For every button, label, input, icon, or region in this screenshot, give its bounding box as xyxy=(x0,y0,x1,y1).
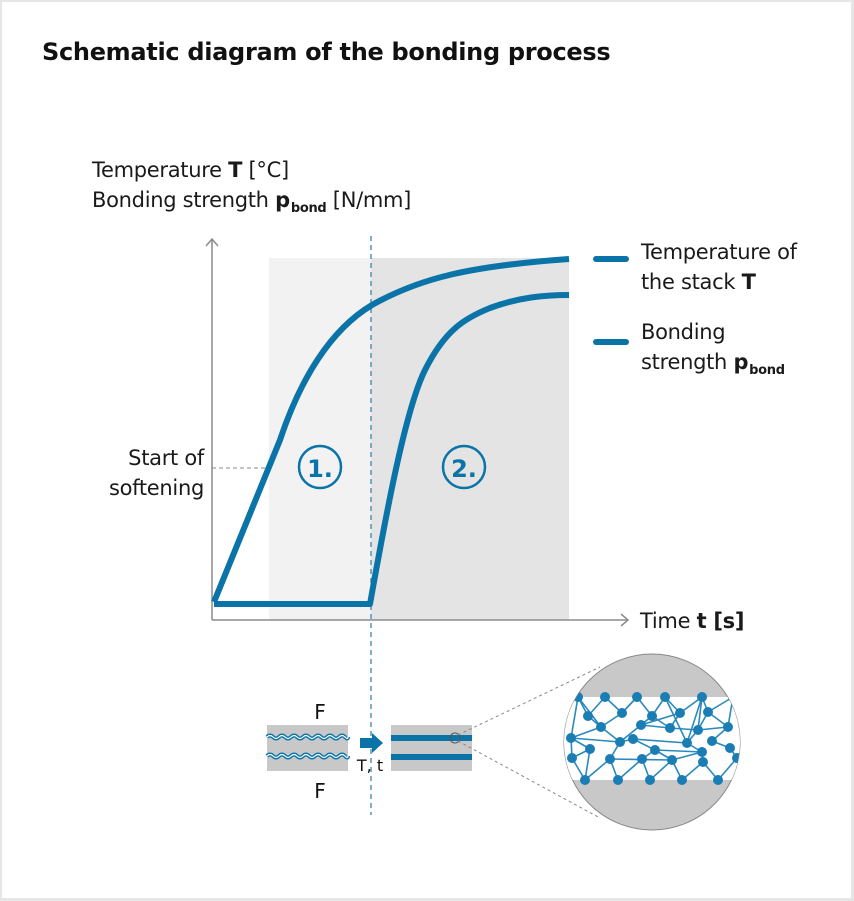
network-node xyxy=(613,775,623,785)
y-axis-label-bonding: Bonding strength pbond [N/mm] xyxy=(92,185,411,224)
legend-bonding-text: strength xyxy=(641,350,734,374)
legend-temperature-text: the stack xyxy=(641,270,742,294)
network-node xyxy=(632,692,642,702)
network-node xyxy=(637,754,647,764)
stack-before-bonding xyxy=(265,725,350,771)
legend-bonding-line2: strength pbond xyxy=(641,347,785,386)
temperature-curve xyxy=(211,256,570,604)
network-bond-line xyxy=(697,696,703,731)
y-axis-unit-celsius: [°C] xyxy=(242,158,290,182)
phase-1-label: 1. xyxy=(307,455,333,483)
softening-label-line2: softening xyxy=(108,476,204,500)
y-axis-subscript-bond: bond xyxy=(290,201,327,216)
network-bond-line xyxy=(584,758,611,781)
network-node xyxy=(567,753,577,763)
magnified-polymer-network xyxy=(563,653,741,831)
phase-2-marker xyxy=(441,444,487,490)
legend-bonding-symbol: p xyxy=(733,350,749,374)
network-node xyxy=(650,745,660,755)
y-axis-arrow-icon xyxy=(205,237,219,247)
network-node xyxy=(600,692,610,702)
phase-1-region xyxy=(269,258,371,620)
network-bond-line xyxy=(697,726,729,731)
legend-temperature-line1: Temperature of xyxy=(641,240,797,264)
network-bond-line xyxy=(570,726,602,739)
network-node xyxy=(723,722,733,732)
magnify-guide-top xyxy=(457,666,601,736)
y-axis-label-text2: Bonding strength xyxy=(92,188,276,212)
legend-temperature-line2: the stack T xyxy=(641,267,756,297)
network-node xyxy=(665,723,675,733)
network-node xyxy=(713,775,723,785)
network-node xyxy=(596,722,606,732)
network-node xyxy=(698,757,708,767)
network-bond-line xyxy=(632,738,688,744)
network-node xyxy=(628,734,638,744)
legend-temperature-symbol: T xyxy=(741,270,756,294)
network-bond-line xyxy=(570,737,621,743)
network-node xyxy=(645,775,655,785)
process-arrow-label: T, t xyxy=(356,756,383,775)
process-arrow-icon xyxy=(360,733,383,753)
network-node xyxy=(693,725,703,735)
phase-1-marker xyxy=(297,444,343,490)
softening-label-line1: Start of xyxy=(128,446,204,470)
bonding-strength-curve xyxy=(214,292,570,607)
network-node xyxy=(615,737,625,747)
network-node xyxy=(580,775,590,785)
network-bond-line xyxy=(617,758,643,781)
force-bottom-label: F xyxy=(314,779,326,803)
network-bond-line xyxy=(671,751,703,761)
legend-bonding-subscript: bond xyxy=(749,363,785,378)
x-axis-symbol: t [s] xyxy=(696,609,745,633)
network-node xyxy=(667,755,677,765)
y-axis-symbol-t: T xyxy=(228,158,243,182)
network-node xyxy=(697,692,707,702)
network-node xyxy=(585,744,595,754)
network-node xyxy=(703,707,713,717)
stack-after-bonding xyxy=(391,725,472,771)
network-bond-line xyxy=(664,696,688,744)
network-node xyxy=(732,753,740,763)
network-node xyxy=(617,708,627,718)
magnify-guide-bottom xyxy=(457,740,601,819)
x-axis-label: Time t [s] xyxy=(640,606,744,636)
network-node xyxy=(677,775,687,785)
network-node xyxy=(675,708,685,718)
network-bond-line xyxy=(686,696,703,744)
network-bond-line xyxy=(584,748,591,781)
network-node xyxy=(728,692,738,702)
phase-2-label: 2. xyxy=(451,455,477,483)
network-node xyxy=(605,754,615,764)
network-node xyxy=(583,711,593,721)
network-node xyxy=(566,733,576,743)
network-node xyxy=(660,692,670,702)
y-axis-label-text: Temperature xyxy=(92,158,229,182)
y-axis-unit-nmm: [N/mm] xyxy=(326,188,412,212)
x-axis-label-text: Time xyxy=(640,609,697,633)
diagram-title: Schematic diagram of the bonding process xyxy=(42,38,611,66)
x-axis-arrow-icon xyxy=(620,613,630,627)
network-bond-line xyxy=(654,749,703,753)
y-axis-symbol-p: p xyxy=(275,188,290,212)
network-node xyxy=(725,743,735,753)
network-node xyxy=(697,747,707,757)
network-node xyxy=(636,720,646,730)
network-node xyxy=(647,711,657,721)
network-node xyxy=(707,736,717,746)
force-top-label: F xyxy=(314,700,326,724)
magnify-source-circle xyxy=(449,732,461,744)
legend-bonding-line1: Bonding xyxy=(641,320,726,344)
network-bond-line xyxy=(570,696,579,739)
y-axis-label-temperature: Temperature T [°C] xyxy=(92,155,289,185)
network-node xyxy=(682,738,692,748)
